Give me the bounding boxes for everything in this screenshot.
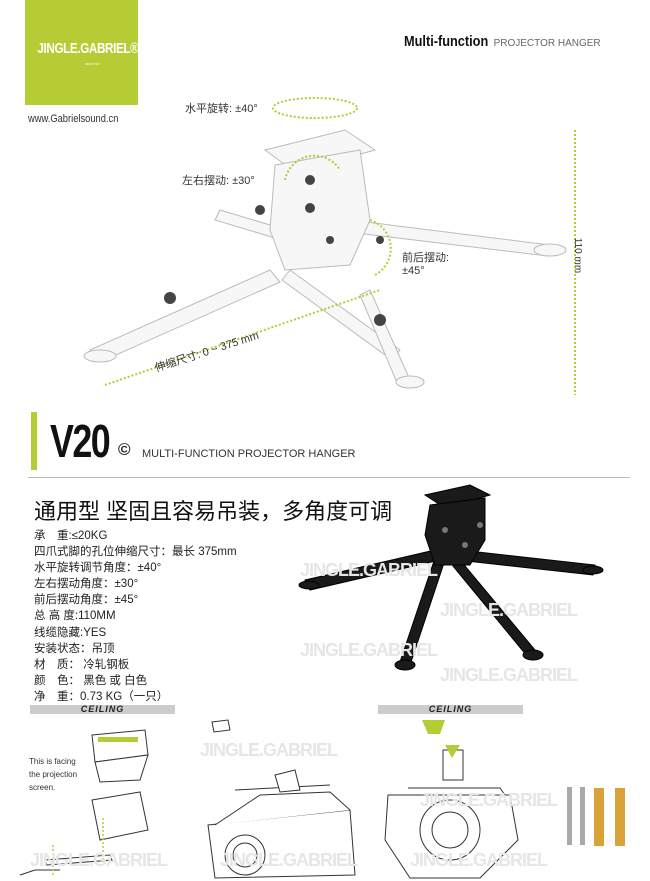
facing-note: This is facing the projection screen. [29,755,77,794]
spec-item: 线缆隐藏:YES [34,626,107,639]
spec-item: 承 重:≤20KG [34,530,108,542]
divider [28,477,630,478]
height-label: 110 mm [572,237,584,274]
spec-list: 承 重:≤20KG 四爪式脚的孔位伸缩尺寸：最长 375mm 水平旋转调节角度：±4… [34,528,237,705]
spec-item: 总 高 度:110MM [34,610,116,623]
header-rest: PROJECTOR HANGER [493,38,601,49]
logo-text: JINGLE.GABRIEL® [37,40,139,57]
tilt-fb-label: 前后摆动: [402,252,450,264]
installation-diagrams [19,719,625,879]
spec-item: 安装状态：吊顶 [34,642,115,655]
logo-subtext: INDUSTRY [85,62,101,66]
spec-item: 四爪式脚的孔位伸缩尺寸：最长 375mm [34,546,237,559]
spec-item: 净 重：0.73 KG（一只） [34,690,169,703]
spec-item: 前后摆动角度：±45° [34,594,139,607]
header-bold: Multi-function [404,33,489,50]
note-line: screen. [29,783,56,792]
copyright-mark: © [118,440,131,459]
rotate-label: 水平旋转: ±40° [185,103,258,115]
ceiling-bar-2: CEILING [378,705,523,714]
note-line: the projection [29,770,78,779]
model-name: V20 [50,415,111,467]
page-header: Multi-function PROJECTOR HANGER [404,33,601,51]
note-line: This is facing [29,757,76,766]
spec-item: 颜 色： 黑色 或 白色 [34,674,148,687]
white-mount-illustration [83,97,576,395]
accent-bar [31,412,37,470]
ceiling-bar-1: CEILING [30,705,175,714]
tilt-lr-label: 左右摆动: ±30° [182,175,255,187]
spec-item: 左右摆动角度：±30° [34,578,139,591]
black-mount-photo [298,484,604,671]
model-subtitle: MULTI-FUNCTION PROJECTOR HANGER [142,448,356,460]
brand-logo: JINGLE.GABRIEL® INDUSTRY [25,0,139,105]
tilt-fb-value: ±45° [402,265,425,277]
headline: 通用型 坚固且容易吊装，多角度可调 [34,499,393,524]
website-url: www.Gabrielsound.cn [28,113,119,125]
spec-item: 水平旋转调节角度：±40° [34,562,162,575]
spec-item: 材 质： 冷轧钢板 [34,658,130,671]
